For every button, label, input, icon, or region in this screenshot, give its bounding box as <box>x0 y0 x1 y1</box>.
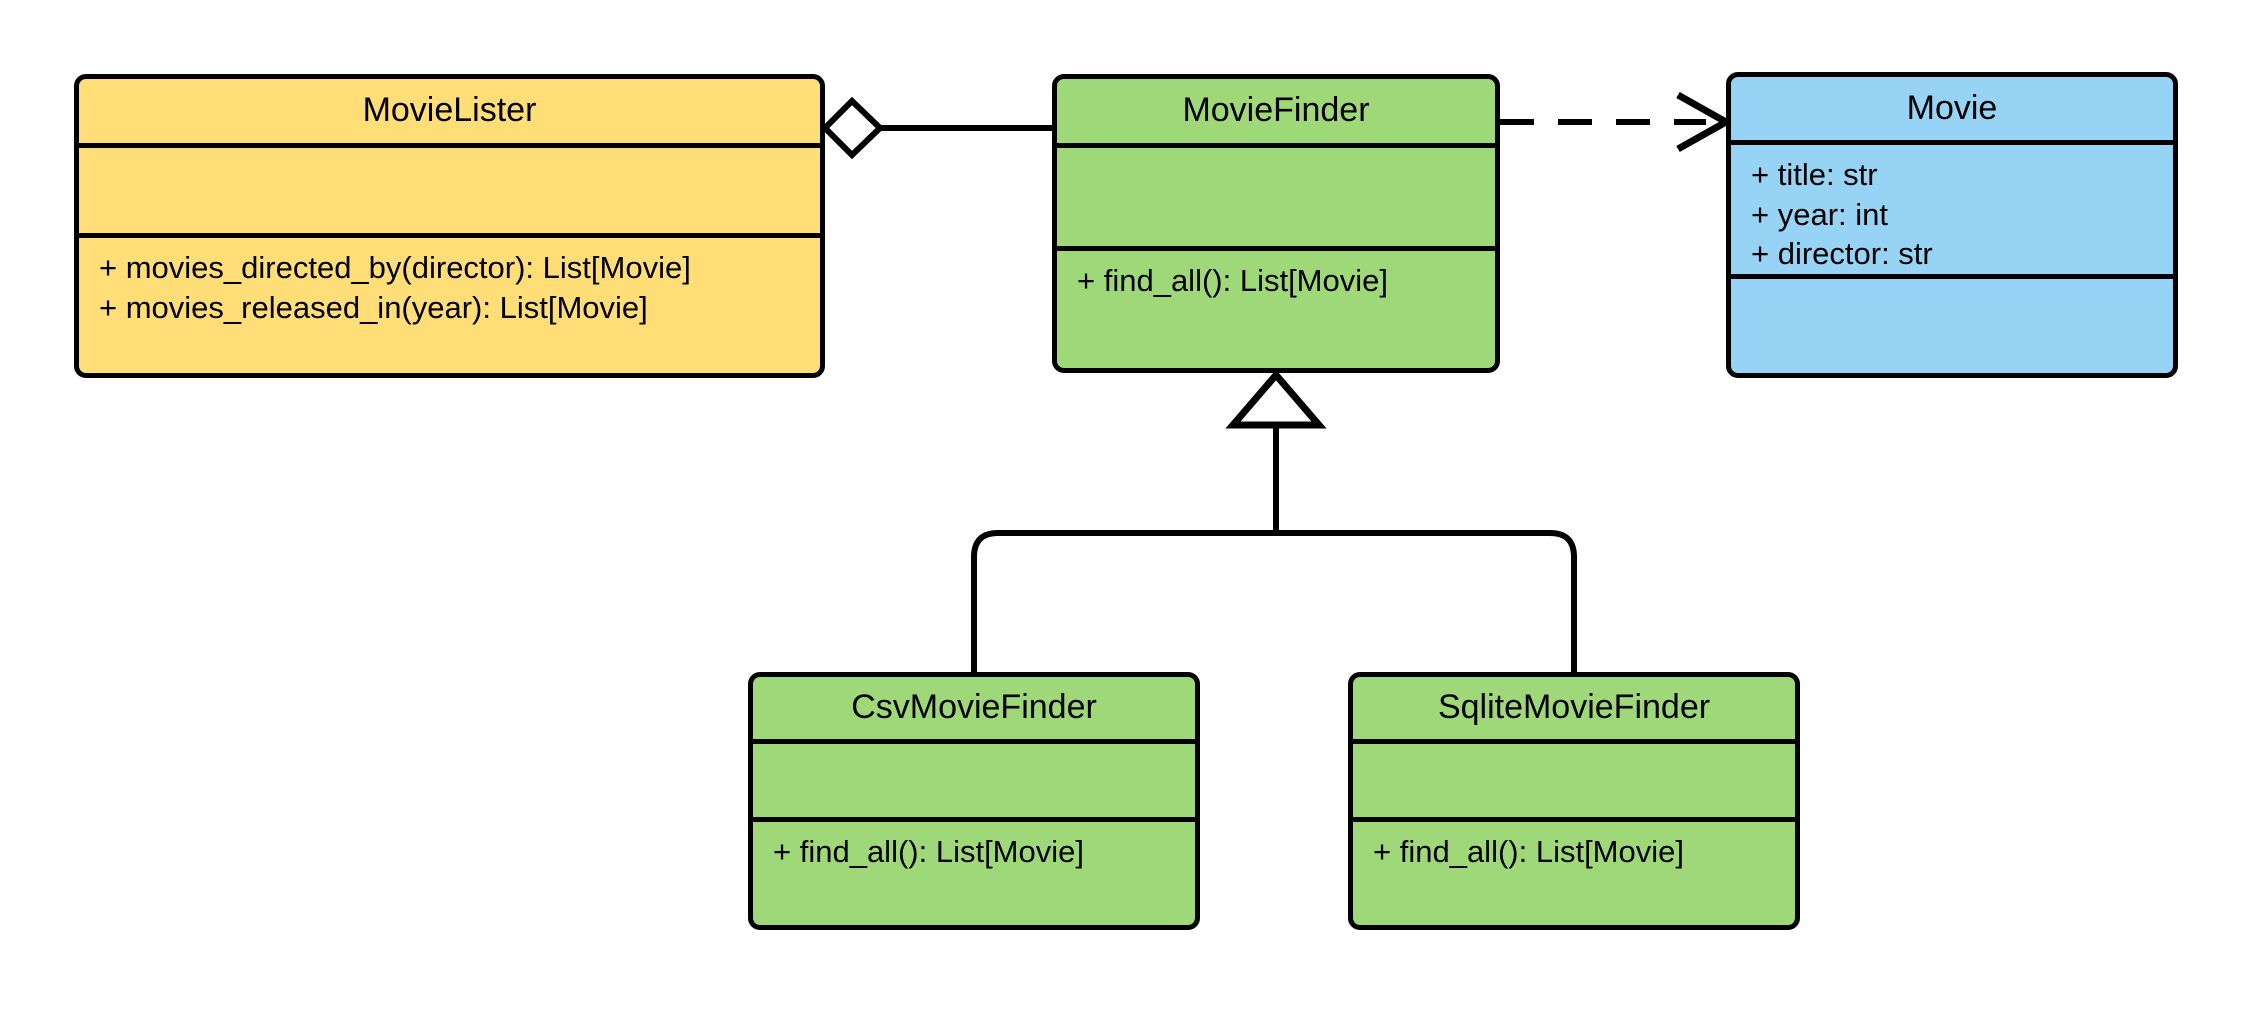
method-item: + movies_directed_by(director): List[Mov… <box>99 250 691 285</box>
class-name-csvmoviefinder: CsvMovieFinder <box>851 688 1097 727</box>
attributes-compartment-sqlitemoviefinder <box>1353 739 1795 817</box>
attributes-compartment-movie: + title: str + year: int + director: str <box>1731 140 2173 274</box>
uml-class-sqlitemoviefinder[interactable]: SqliteMovieFinder + find_all(): List[Mov… <box>1348 672 1800 930</box>
aggregation-movielister-moviefinder-edge <box>820 96 1052 160</box>
generalization-branch-csvmoviefinder <box>971 530 1276 672</box>
uml-class-movie[interactable]: Movie + title: str + year: int + directo… <box>1726 72 2178 378</box>
method-item: + movies_released_in(year): List[Movie] <box>99 289 648 325</box>
class-name-movielister: MovieLister <box>362 91 537 130</box>
methods-compartment-moviefinder: + find_all(): List[Movie] <box>1057 246 1495 368</box>
uml-class-movielister[interactable]: MovieLister + movies_directed_by(directo… <box>74 74 825 378</box>
uml-class-moviefinder[interactable]: MovieFinder + find_all(): List[Movie] <box>1052 74 1500 373</box>
generalization-branch-sqlitemoviefinder <box>1276 530 1577 672</box>
method-item: + find_all(): List[Movie] <box>1373 834 1684 869</box>
method-item: + find_all(): List[Movie] <box>1077 263 1388 298</box>
class-name-sqlitemoviefinder: SqliteMovieFinder <box>1437 688 1711 727</box>
attribute-item: + year: int <box>1751 196 1888 232</box>
methods-compartment-csvmoviefinder: + find_all(): List[Movie] <box>753 817 1195 925</box>
uml-class-csvmoviefinder[interactable]: CsvMovieFinder + find_all(): List[Movie] <box>748 672 1200 930</box>
hollow-triangle-icon <box>1225 369 1327 429</box>
open-arrow-icon <box>1676 91 1734 153</box>
attribute-item: + director: str <box>1751 236 1933 272</box>
method-item: + find_all(): List[Movie] <box>773 834 1084 869</box>
class-name-movie: Movie <box>1906 88 1998 127</box>
methods-compartment-movie <box>1731 274 2173 373</box>
hollow-diamond-icon <box>820 96 885 160</box>
attributes-compartment-csvmoviefinder <box>753 739 1195 817</box>
class-name-moviefinder: MovieFinder <box>1182 91 1370 130</box>
attribute-item: + title: str <box>1751 157 1878 192</box>
attributes-compartment-moviefinder <box>1057 143 1495 246</box>
attributes-compartment-movielister <box>79 143 820 233</box>
dependency-moviefinder-movie-edge <box>1500 91 1734 153</box>
generalization-tree-edge <box>971 369 1577 672</box>
methods-compartment-sqlitemoviefinder: + find_all(): List[Movie] <box>1353 817 1795 925</box>
methods-compartment-movielister: + movies_directed_by(director): List[Mov… <box>79 233 820 373</box>
